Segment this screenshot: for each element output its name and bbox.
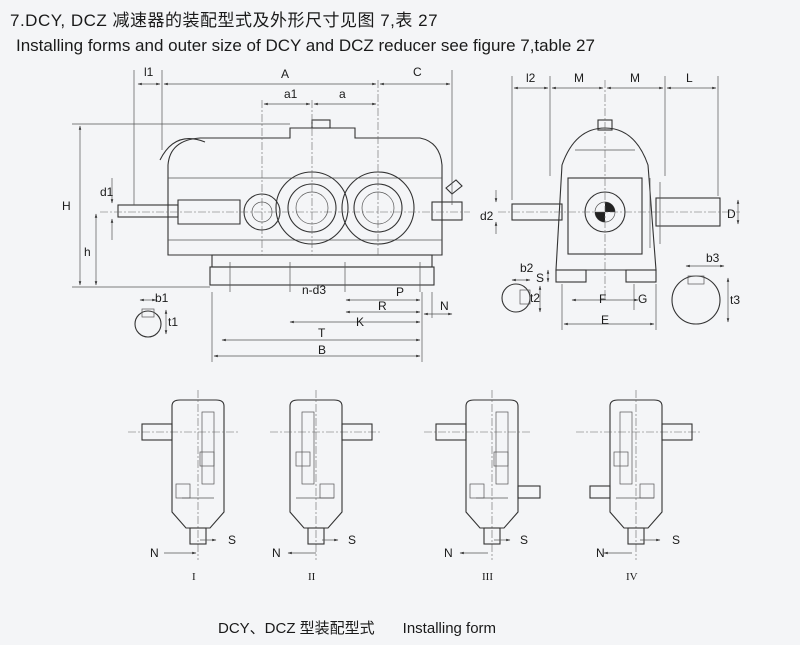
front-view: l1 A C a1 a H d1 h b1 t1 n-d3 P R K N T …	[62, 65, 470, 362]
dim-G: G	[638, 292, 647, 306]
form-III-numeral: III	[482, 571, 493, 583]
install-form-IV: N S IV	[576, 390, 700, 583]
dim-B: B	[318, 343, 326, 357]
title-chinese: 7.DCY, DCZ 减速器的装配型式及外形尺寸见图 7,表 27	[10, 11, 439, 30]
dim-l1: l1	[144, 65, 154, 79]
dim-A: A	[281, 67, 289, 81]
dim-b2: b2	[520, 261, 534, 275]
form-IV-numeral: IV	[626, 571, 638, 583]
dim-N: N	[440, 299, 449, 313]
form-IV-N: N	[596, 546, 605, 560]
dim-M-right: M	[630, 71, 640, 85]
install-form-II: N S II	[270, 390, 380, 583]
install-form-I: N S I	[128, 390, 240, 583]
dim-D: D	[727, 207, 736, 221]
form-II-N: N	[272, 546, 281, 560]
dim-S: S	[536, 271, 544, 285]
dim-l2: l2	[526, 71, 536, 85]
install-form-III: N S III	[424, 390, 541, 583]
dim-t1: t1	[168, 315, 178, 329]
dim-C: C	[413, 65, 422, 79]
dim-t2: t2	[530, 291, 540, 305]
dim-F: F	[599, 292, 606, 306]
caption-english: Installing form	[402, 620, 497, 637]
dim-P: P	[396, 285, 404, 299]
dim-H: H	[62, 199, 71, 213]
dim-M-left: M	[574, 71, 584, 85]
dim-d1: d1	[100, 185, 114, 199]
form-IV-S: S	[672, 533, 680, 547]
caption-chinese: DCY、DCZ 型装配型式	[218, 620, 375, 637]
dim-t3: t3	[730, 293, 740, 307]
form-I-numeral: I	[192, 571, 196, 583]
dim-h: h	[84, 245, 91, 259]
dim-T: T	[318, 326, 326, 340]
dim-n-d3: n-d3	[302, 283, 326, 297]
dim-a: a	[339, 87, 346, 101]
dim-a1: a1	[284, 87, 298, 101]
dim-b3: b3	[706, 251, 720, 265]
dim-E: E	[601, 313, 609, 327]
dim-L: L	[686, 71, 693, 85]
form-III-N: N	[444, 546, 453, 560]
form-I-N: N	[150, 546, 159, 560]
dim-b1: b1	[155, 291, 169, 305]
caption: DCY、DCZ 型装配型式 Installing form	[218, 617, 524, 638]
form-II-numeral: II	[308, 571, 316, 583]
dim-K: K	[356, 315, 364, 329]
side-view: l2 M M L d2 D b2 S t2 F G E b3 t3	[480, 71, 740, 330]
dim-d2: d2	[480, 209, 494, 223]
dim-R: R	[378, 299, 387, 313]
title-english: Installing forms and outer size of DCY a…	[16, 36, 595, 55]
form-I-S: S	[228, 533, 236, 547]
form-II-S: S	[348, 533, 356, 547]
form-III-S: S	[520, 533, 528, 547]
